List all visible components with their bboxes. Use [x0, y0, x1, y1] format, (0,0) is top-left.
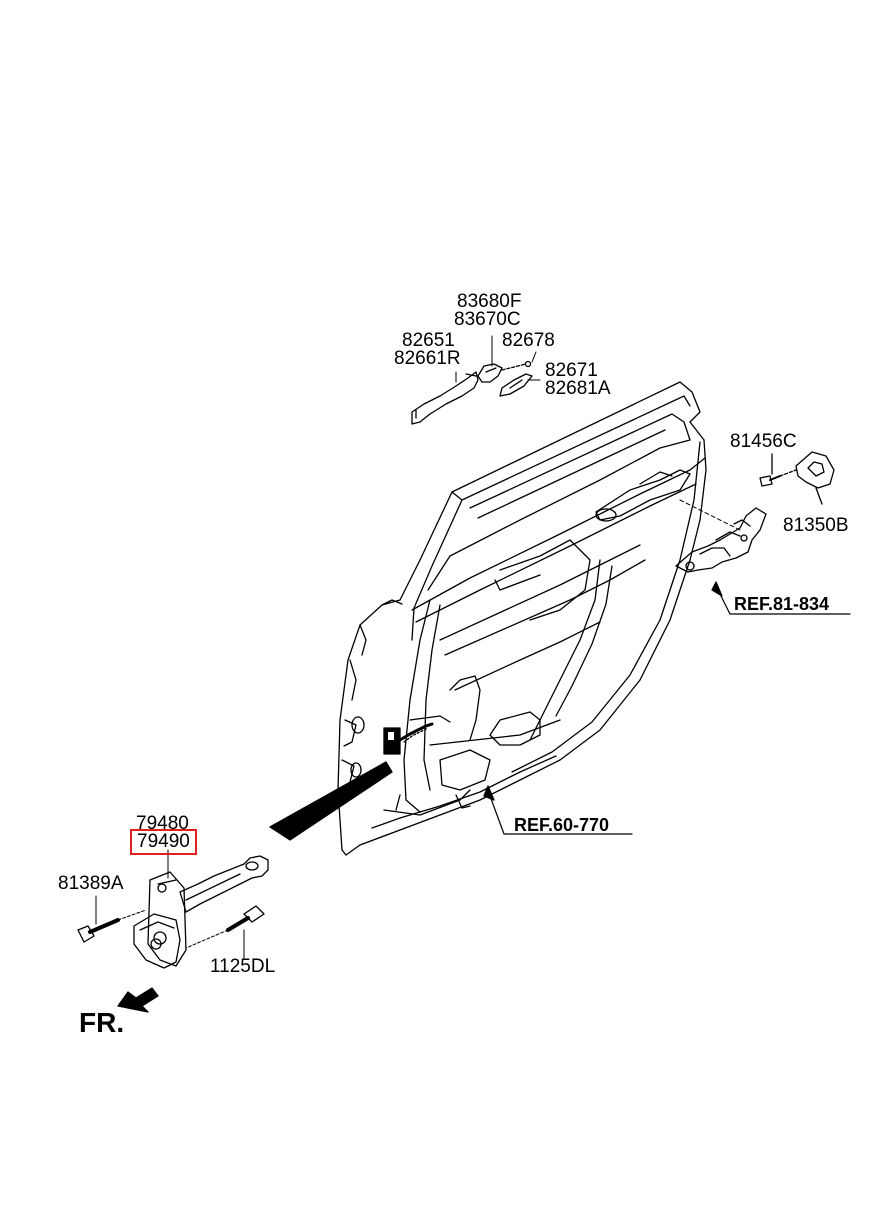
- label-82671[interactable]: 82671: [545, 360, 598, 381]
- handle-cover: [478, 364, 502, 382]
- label-82661R[interactable]: 82661R: [394, 348, 461, 369]
- label-81389A[interactable]: 81389A: [58, 873, 124, 894]
- callout-wedge: [270, 762, 392, 840]
- label-81456C[interactable]: 81456C: [730, 431, 797, 452]
- handle-pad: [500, 374, 532, 396]
- label-83680F[interactable]: 83680F: [457, 291, 522, 312]
- outside-handle: [412, 372, 478, 424]
- label-ref-60-770[interactable]: REF.60-770: [514, 815, 610, 835]
- door-checker-79490: [134, 850, 268, 968]
- bolt-1125DL: [186, 906, 264, 958]
- label-82651[interactable]: 82651: [402, 330, 455, 351]
- label-ref-81-834[interactable]: REF.81-834: [734, 594, 830, 614]
- small-screw-82678: [502, 362, 531, 371]
- label-83670C[interactable]: 83670C: [454, 309, 521, 330]
- ref81834-arrow: [712, 582, 850, 614]
- label-79490-highlighted[interactable]: 79490: [130, 829, 197, 855]
- label-1125DL[interactable]: 1125DL: [210, 956, 276, 977]
- label-front-direction: FR.: [79, 1007, 125, 1038]
- latch-bracket-ref81834: [676, 500, 766, 572]
- bolt-81456C: [760, 454, 796, 486]
- front-direction-arrow: [118, 988, 158, 1012]
- ref60770-arrow: [484, 786, 632, 834]
- label-79480[interactable]: 79480: [136, 813, 189, 834]
- door-check-mount: [384, 724, 432, 754]
- rear-door-panel: [338, 382, 706, 855]
- label-82681A[interactable]: 82681A: [545, 378, 611, 399]
- bolt-81389A: [78, 896, 146, 942]
- leader-lines-upper: [456, 336, 540, 382]
- label-81350B[interactable]: 81350B: [783, 515, 849, 536]
- striker-81350B: [796, 452, 834, 504]
- label-82678[interactable]: 82678: [502, 330, 555, 351]
